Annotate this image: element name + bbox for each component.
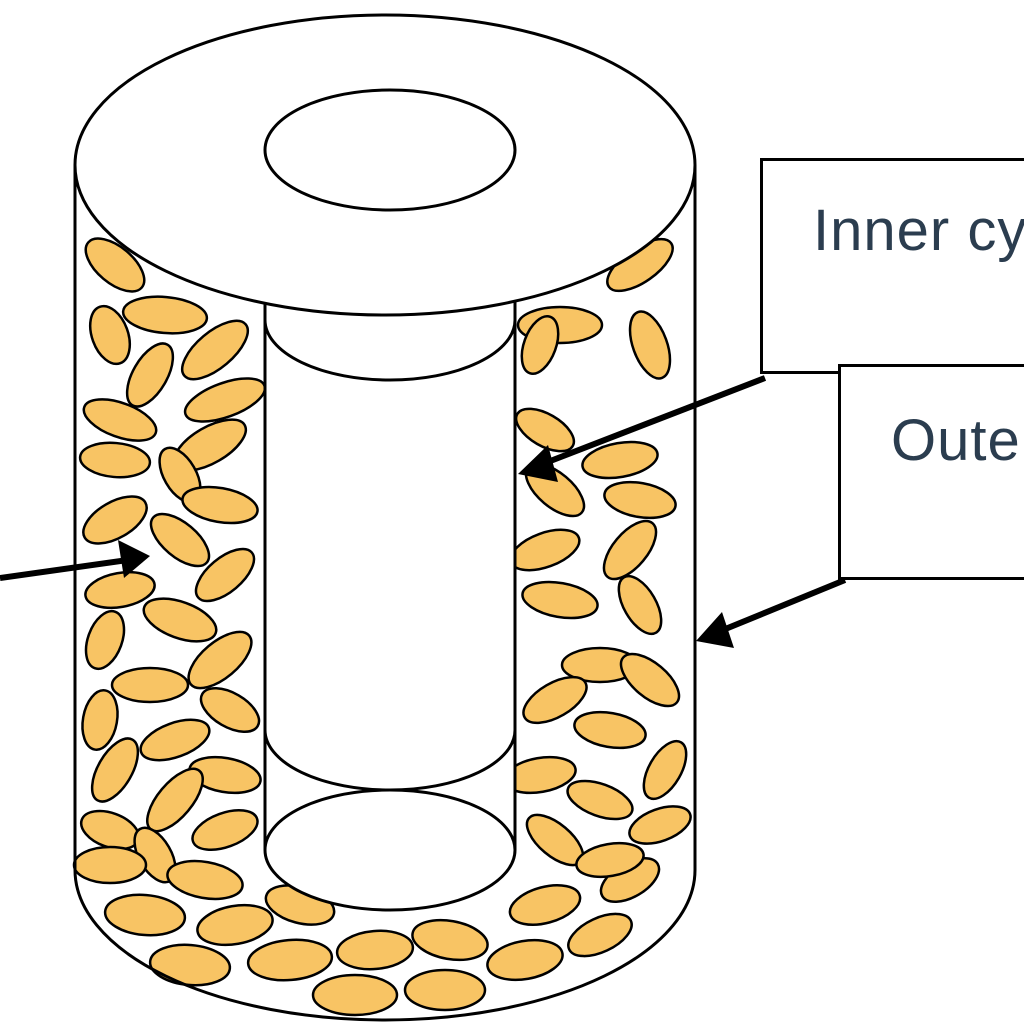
grain-particle <box>603 480 677 520</box>
grain-particle <box>486 938 564 982</box>
grain-particle <box>82 495 148 545</box>
grain-particle <box>88 304 132 366</box>
grain-particle <box>78 441 152 479</box>
grain-particle <box>581 440 659 480</box>
grain-particle <box>90 737 140 803</box>
grain-particle <box>628 310 672 380</box>
grain-particle <box>199 687 261 733</box>
outer-cylinder-label-box: Oute <box>838 364 1024 580</box>
grain-particle <box>335 929 415 971</box>
grain-particle <box>84 237 146 293</box>
grain-particle <box>181 485 259 525</box>
grain-particle <box>191 808 259 852</box>
grain-particle <box>522 675 588 725</box>
grain-particle <box>403 968 487 1012</box>
inner-cylinder-label: Inner cy <box>813 198 1024 263</box>
arrow-outer-cylinder <box>696 577 847 648</box>
grain-particle <box>81 689 119 751</box>
grain-particle <box>573 710 647 750</box>
grain-particle <box>166 859 244 901</box>
grain-particle <box>520 315 560 375</box>
grain-particle <box>617 574 663 636</box>
grain-particle <box>194 547 256 603</box>
grain-particle <box>121 295 209 335</box>
arrow-inner-cylinder <box>518 375 767 482</box>
grain-particle <box>311 973 399 1017</box>
grain-particle <box>566 779 634 821</box>
grain-particle <box>508 884 582 926</box>
grain-particle <box>84 609 126 671</box>
grain-particle <box>142 597 218 643</box>
outer-cylinder-label: Oute <box>891 408 1021 473</box>
grain-particle <box>139 718 211 762</box>
grain-particle <box>180 319 250 381</box>
grain-particle <box>125 342 175 408</box>
grain-particle <box>575 841 645 879</box>
grain-particle <box>642 739 688 801</box>
grain-particle <box>514 407 576 453</box>
grain-particle <box>602 519 658 581</box>
inner-cylinder-label-box: Inner cy <box>760 158 1024 374</box>
grain-particle <box>187 630 253 690</box>
outer-cylinder <box>73 13 697 1022</box>
grain-particle <box>84 570 156 610</box>
grain-particle <box>110 666 190 704</box>
grain-particle <box>628 805 692 845</box>
grain-particle <box>411 918 489 962</box>
grain-particle <box>567 912 633 958</box>
grain-particle <box>619 652 681 708</box>
grain-particle <box>521 580 599 620</box>
grain-particle <box>103 893 187 937</box>
grain-particle <box>82 398 158 442</box>
grain-particle <box>149 512 211 568</box>
grain-particle <box>72 845 148 885</box>
arrow-left <box>0 540 150 581</box>
grain-particle <box>246 938 334 982</box>
grain-particle <box>196 903 274 947</box>
